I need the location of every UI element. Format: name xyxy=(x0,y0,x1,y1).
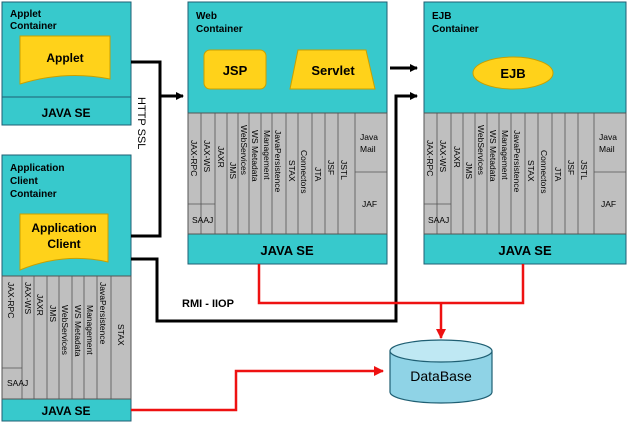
api-label: STAX xyxy=(116,324,126,346)
api-label: Management xyxy=(500,130,510,180)
ejb-label: EJB xyxy=(500,66,525,81)
app-client-container: Application Client Container Application… xyxy=(1,154,132,422)
api-label: WS Metadata xyxy=(73,305,83,357)
ejb-container-title-2: Container xyxy=(432,24,479,35)
http-ssl-connector xyxy=(131,60,184,238)
applet-container-title-2: Container xyxy=(10,21,57,32)
api-label: JavaPersistence xyxy=(273,130,283,193)
api-label: JSTL xyxy=(579,160,589,180)
api-label: WebServices xyxy=(60,305,70,355)
api-label: Management xyxy=(262,130,272,180)
api-label: JavaPersistence xyxy=(98,282,108,345)
api-label: JAX-RPC xyxy=(425,140,435,176)
api-label: JSF xyxy=(566,160,576,175)
api-label: JAXR xyxy=(35,294,45,316)
app-client-title-3: Container xyxy=(10,189,57,200)
applet-java-se: JAVA SE xyxy=(41,106,90,120)
saaj-label: SAAJ xyxy=(192,215,213,225)
rmi-iiop-label: RMI - IIOP xyxy=(182,298,234,310)
api-label: JAXR xyxy=(216,146,226,168)
api-label: JAX-WS xyxy=(438,140,448,172)
servlet-component: Servlet xyxy=(289,49,376,90)
api-label: WebServices xyxy=(476,125,486,175)
web-container-title-1: Web xyxy=(196,11,217,22)
applet-label: Applet xyxy=(46,51,83,65)
http-ssl-label: HTTP SSL xyxy=(135,97,147,149)
api-label: JSF xyxy=(326,160,336,175)
ejb-java-se: JAVA SE xyxy=(498,243,552,258)
app-client-java-se: JAVA SE xyxy=(41,404,90,418)
database-cylinder: DataBase xyxy=(389,339,493,404)
application-client-label-1: Application xyxy=(31,221,96,235)
rmi-iiop-connector xyxy=(131,92,418,323)
jsp-component: JSP xyxy=(203,49,267,90)
applet-container-title: Applet xyxy=(10,9,42,20)
java-mail-label-2: Mail xyxy=(360,144,376,154)
saaj-label: SAAJ xyxy=(428,215,449,225)
api-label: STAX xyxy=(287,160,297,182)
api-label: JMS xyxy=(228,162,238,179)
api-label: JAX-WS xyxy=(23,282,33,314)
web-container: Web Container JSP Servlet xyxy=(187,1,388,265)
api-label: JAX-RPC xyxy=(189,140,199,176)
application-client-label-2: Client xyxy=(47,237,80,251)
ejb-component: EJB xyxy=(472,56,554,90)
api-label: Connectors xyxy=(539,150,549,193)
jsp-label: JSP xyxy=(223,63,248,78)
api-label: JMS xyxy=(464,162,474,179)
app-client-api-columns xyxy=(2,276,112,399)
java-mail-label-2: Mail xyxy=(599,144,615,154)
saaj-label: SAAJ xyxy=(7,378,28,388)
web-container-title-2: Container xyxy=(196,24,243,35)
ejb-container-title-1: EJB xyxy=(432,11,451,22)
api-label: JTA xyxy=(313,167,323,182)
api-label: Management xyxy=(85,305,95,355)
servlet-label: Servlet xyxy=(311,63,355,78)
api-label: STAX xyxy=(526,160,536,182)
api-label: WS Metadata xyxy=(488,130,498,182)
applet-container: Applet Container Applet JAVA SE xyxy=(1,1,132,126)
database-connectors xyxy=(131,264,525,412)
web-java-se: JAVA SE xyxy=(260,243,314,258)
applet-component: Applet xyxy=(19,35,111,85)
api-label: WS Metadata xyxy=(250,130,260,182)
application-client-component: Application Client xyxy=(19,213,109,271)
api-label: JavaPersistence xyxy=(512,130,522,193)
app-client-title-1: Application xyxy=(10,163,64,174)
jaf-label: JAF xyxy=(601,199,616,209)
api-label: JSTL xyxy=(339,160,349,180)
api-label: JAXR xyxy=(452,146,462,168)
jaf-label: JAF xyxy=(362,199,377,209)
api-label: WebServices xyxy=(239,125,249,175)
api-label: JAX-RPC xyxy=(6,282,16,318)
api-label: Connectors xyxy=(299,150,309,193)
api-label: JMS xyxy=(48,305,58,322)
api-label: JAX-WS xyxy=(202,140,212,172)
ejb-container: EJB Container EJB JAX-RPC JAX-WS xyxy=(423,1,627,265)
app-client-title-2: Client xyxy=(10,176,38,187)
java-mail-label: Java xyxy=(599,132,617,142)
database-label: DataBase xyxy=(410,368,472,384)
java-mail-label: Java xyxy=(360,132,378,142)
api-label: JTA xyxy=(553,167,563,182)
